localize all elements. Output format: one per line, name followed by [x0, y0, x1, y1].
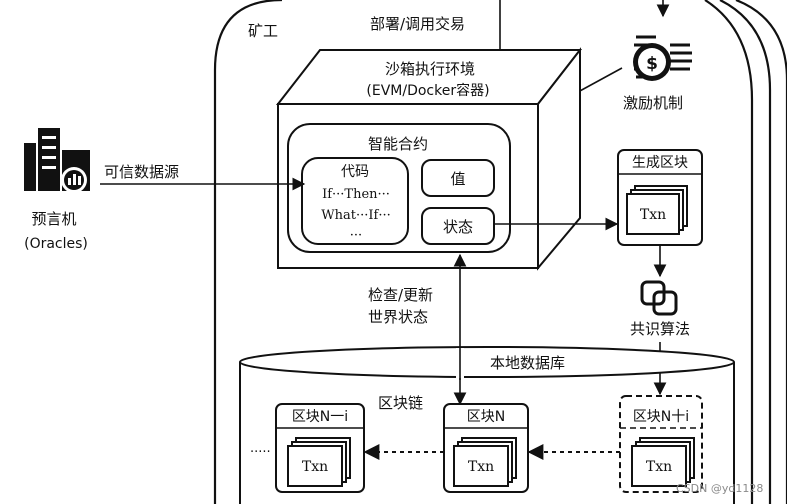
svg-text:$: $	[646, 54, 658, 74]
oracle-building-icon	[24, 128, 90, 193]
incentive-label: 激励机制	[623, 94, 683, 112]
svg-text:Txn: Txn	[640, 207, 666, 223]
local-database	[239, 346, 735, 504]
svg-text:Txn: Txn	[302, 459, 328, 475]
chain-dots: ·····	[250, 445, 271, 460]
code-box	[301, 157, 409, 245]
code-title: 代码	[341, 164, 369, 180]
block-n-minus-i-label: 区块N一i	[292, 409, 348, 425]
generate-block-txn-stack: Txn	[626, 185, 688, 235]
blockchain-label: 区块链	[378, 394, 423, 412]
block-n: 区块N Txn	[443, 403, 529, 493]
code-line-1: If···Then···	[322, 187, 390, 202]
generate-block-label: 生成区块	[632, 155, 688, 171]
check-update-label-2: 世界状态	[368, 308, 428, 326]
block-n-minus-i: 区块N一i Txn	[275, 403, 365, 493]
svg-text:Txn: Txn	[646, 459, 672, 475]
value-box	[421, 159, 495, 197]
consensus-icon	[640, 280, 678, 316]
state-label: 状态	[443, 218, 473, 236]
local-db-label: 本地数据库	[490, 354, 565, 372]
check-update-label-1: 检查/更新	[368, 286, 433, 304]
code-line-2: What···If···	[321, 208, 390, 223]
block-n-label: 区块N	[467, 409, 505, 425]
smart-contract-title: 智能合约	[368, 135, 428, 153]
consensus-label: 共识算法	[630, 320, 690, 338]
value-label: 值	[450, 170, 465, 188]
state-box	[421, 207, 495, 245]
miner-label: 矿工	[248, 22, 278, 40]
sandbox-subtitle: (EVM/Docker容器)	[366, 82, 489, 99]
sandbox-title: 沙箱执行环境	[385, 60, 475, 78]
deploy-call-label: 部署/调用交易	[370, 15, 465, 33]
code-line-3: ···	[350, 228, 362, 243]
trusted-source-label: 可信数据源	[104, 163, 179, 181]
block-n-plus-i-label: 区块N十i	[633, 409, 689, 425]
incentive-icon: $	[633, 35, 692, 81]
watermark: CSDN @yd1128	[676, 482, 763, 495]
oracle-name: 预言机	[31, 210, 76, 228]
svg-text:Txn: Txn	[468, 459, 494, 475]
oracle-sub: (Oracles)	[24, 236, 88, 252]
block-n-plus-i: 区块N十i Txn	[619, 395, 703, 493]
